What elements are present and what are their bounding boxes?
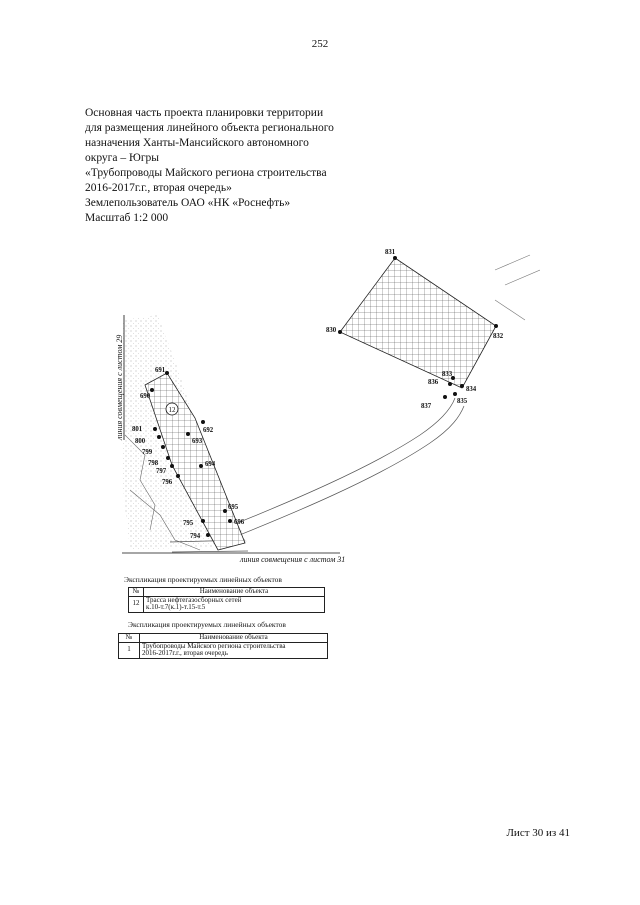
road	[494, 254, 540, 321]
survey-point	[166, 456, 170, 460]
point-label: 800	[135, 438, 146, 445]
planning-map: линия совмещения с листом 29 линия совме…	[115, 249, 540, 564]
sheet-number: Лист 30 из 41	[506, 827, 570, 839]
road	[219, 397, 456, 531]
survey-point	[460, 384, 464, 388]
cell-line: к.10-т.7(к.1)-т.15-т.5	[146, 603, 206, 611]
point-label: 695	[228, 504, 239, 511]
survey-point	[448, 382, 452, 386]
point-label: 794	[190, 533, 201, 540]
header-line: Землепользователь ОАО «НК «Роснефть»	[85, 197, 291, 209]
point-label: 690	[140, 393, 151, 400]
point-label: 837	[421, 403, 432, 410]
cell-line: Трубопроводы Майского региона строительс…	[142, 641, 286, 650]
survey-point	[153, 427, 157, 431]
object-number: 12	[169, 406, 177, 414]
table-row: 12 Трасса нефтегазосборных сетей к.10-т.…	[128, 595, 325, 613]
object-number-circle	[165, 402, 179, 416]
survey-point	[157, 435, 161, 439]
survey-point	[393, 256, 397, 260]
survey-point	[150, 388, 154, 392]
survey-point	[443, 395, 447, 399]
table-title: Экспликация проектируемых линейных объек…	[124, 575, 282, 584]
column-header: Наименование объекта	[139, 633, 328, 643]
point-label: 801	[132, 426, 143, 433]
point-label: 796	[162, 479, 173, 486]
survey-points: 831 830 832 833 836 834 837 835 691 690 …	[132, 249, 504, 540]
survey-point	[201, 519, 205, 523]
header-line: назначения Ханты-Мансийского автономного	[85, 137, 309, 149]
document-header: Основная часть проекта планировки террит…	[85, 106, 385, 226]
header-line: Масштаб 1:2 000	[85, 212, 169, 224]
point-label: 830	[326, 327, 337, 334]
survey-point	[453, 392, 457, 396]
point-label: 798	[148, 460, 159, 467]
table-cell: 1	[118, 641, 140, 659]
point-label: 795	[183, 520, 194, 527]
point-label: 797	[156, 468, 167, 475]
match-line-bottom: линия совмещения с листом 31	[239, 555, 345, 564]
point-label: 836	[428, 379, 439, 386]
survey-point	[199, 464, 203, 468]
survey-point	[161, 445, 165, 449]
point-label: 834	[466, 386, 477, 393]
survey-point	[176, 474, 180, 478]
point-label: 831	[385, 249, 396, 256]
point-label: 693	[192, 438, 203, 445]
table-cell: Трубопроводы Майского региона строительс…	[139, 641, 328, 659]
point-label: 692	[203, 427, 214, 434]
table-row: 1 Трубопроводы Майского региона строител…	[118, 641, 328, 659]
column-header: №	[118, 633, 140, 643]
survey-point	[206, 533, 210, 537]
column-header: №	[128, 587, 144, 597]
explication-table: № Наименование объекта 1 Трубопроводы Ма…	[118, 633, 328, 659]
table-cell: Трасса нефтегазосборных сетей к.10-т.7(к…	[143, 595, 325, 613]
table-header-row: № Наименование объекта	[118, 633, 328, 643]
page-number: 252	[311, 38, 329, 50]
point-label: 691	[155, 367, 166, 374]
cell-line: 2016-2017г.г., вторая очередь	[142, 649, 228, 657]
table-cell: 12	[128, 595, 144, 613]
point-label: 696	[234, 519, 245, 526]
header-line: 2016-2017г.г., вторая очередь»	[85, 182, 232, 194]
survey-point	[223, 509, 227, 513]
survey-point	[451, 376, 455, 380]
point-label: 694	[205, 461, 216, 468]
point-label: 833	[442, 371, 453, 378]
point-label: 832	[493, 333, 504, 340]
table-title: Экспликация проектируемых линейных объек…	[128, 620, 286, 629]
survey-point	[201, 420, 205, 424]
header-line: для размещения линейного объекта региона…	[85, 122, 334, 134]
hatched-area	[339, 257, 497, 389]
point-label: 799	[142, 449, 153, 456]
header-line: округа – Югры	[85, 152, 160, 164]
survey-point	[228, 519, 232, 523]
header-line: «Трубопроводы Майского региона строитель…	[85, 167, 327, 179]
cell-line: Трасса нефтегазосборных сетей	[146, 595, 242, 604]
match-line-left: линия совмещения с листом 29	[115, 335, 124, 441]
header-line: Основная часть проекта планировки террит…	[85, 107, 324, 119]
survey-point	[338, 330, 342, 334]
point-label: 835	[457, 398, 468, 405]
column-header: Наименование объекта	[143, 587, 325, 597]
survey-point	[170, 464, 174, 468]
table-header-row: № Наименование объекта	[128, 587, 325, 597]
explication-table: № Наименование объекта 12 Трасса нефтега…	[128, 587, 325, 613]
survey-point	[186, 432, 190, 436]
survey-point	[494, 324, 498, 328]
road	[221, 405, 465, 543]
survey-point	[165, 371, 169, 375]
